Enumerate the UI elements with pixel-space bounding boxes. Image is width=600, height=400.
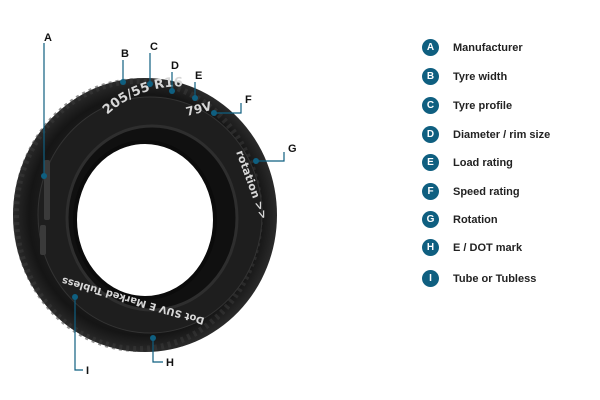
tyre-inner-rim-shadow	[73, 140, 217, 300]
callout-d: D	[171, 60, 179, 72]
dot-b	[120, 79, 126, 85]
dot-e	[192, 95, 198, 101]
legend-item-tyre-profile: C Tyre profile	[422, 96, 512, 115]
leader-line-f	[214, 103, 242, 114]
legend-item-rotation: G Rotation	[422, 210, 498, 229]
tyre-load-speed-marking: 79V	[184, 99, 213, 119]
dot-a	[41, 173, 47, 179]
legend-item-tyre-width: B Tyre width	[422, 67, 507, 86]
legend-item-speed-rating: F Speed rating	[422, 182, 520, 201]
callout-b: B	[121, 48, 129, 60]
legend-label-tube-tubless: Tube or Tubless	[453, 272, 537, 285]
callout-i: I	[86, 365, 89, 377]
legend-badge-d: D	[422, 126, 439, 143]
legend-item-tube-tubless: I Tube or Tubless	[422, 269, 536, 288]
legend-badge-a: A	[422, 39, 439, 56]
dot-i	[72, 294, 78, 300]
legend-badge-f: F	[422, 183, 439, 200]
legend-badge-g: G	[422, 211, 439, 228]
leader-dots	[41, 79, 259, 341]
dot-h	[150, 335, 156, 341]
callout-a: A	[44, 32, 52, 44]
callout-e: E	[195, 70, 202, 82]
dot-f	[211, 110, 217, 116]
leader-line-h	[152, 338, 163, 363]
legend-badge-i: I	[422, 270, 439, 287]
callout-c: C	[150, 41, 158, 53]
legend-badge-b: B	[422, 68, 439, 85]
legend-item-dot-mark: H E / DOT mark	[422, 238, 522, 257]
callout-f: F	[245, 94, 252, 106]
tyre-hole	[75, 142, 215, 298]
leader-line-i	[74, 297, 83, 371]
legend-label-diameter: Diameter / rim size	[453, 128, 551, 141]
legend-badge-e: E	[422, 154, 439, 171]
dot-d	[169, 88, 175, 94]
legend-badge-c: C	[422, 97, 439, 114]
legend-label-speed-rating: Speed rating	[453, 185, 520, 198]
leader-line-g	[256, 152, 285, 162]
dot-c	[147, 81, 153, 87]
leader-lines	[43, 43, 285, 371]
legend-item-manufacturer: A Manufacturer	[422, 38, 523, 57]
legend-label-tyre-profile: Tyre profile	[453, 99, 513, 112]
legend-label-tyre-width: Tyre width	[453, 70, 508, 83]
legend-label-rotation: Rotation	[453, 213, 498, 226]
callout-g: G	[288, 143, 297, 155]
legend-badge-h: H	[422, 239, 439, 256]
dot-g	[253, 158, 259, 164]
callout-h: H	[166, 357, 174, 369]
legend-label-dot-mark: E / DOT mark	[453, 241, 523, 254]
legend-item-load-rating: E Load rating	[422, 153, 513, 172]
legend-item-diameter: D Diameter / rim size	[422, 125, 550, 144]
legend-label-manufacturer: Manufacturer	[453, 41, 523, 54]
legend-label-load-rating: Load rating	[453, 156, 513, 169]
